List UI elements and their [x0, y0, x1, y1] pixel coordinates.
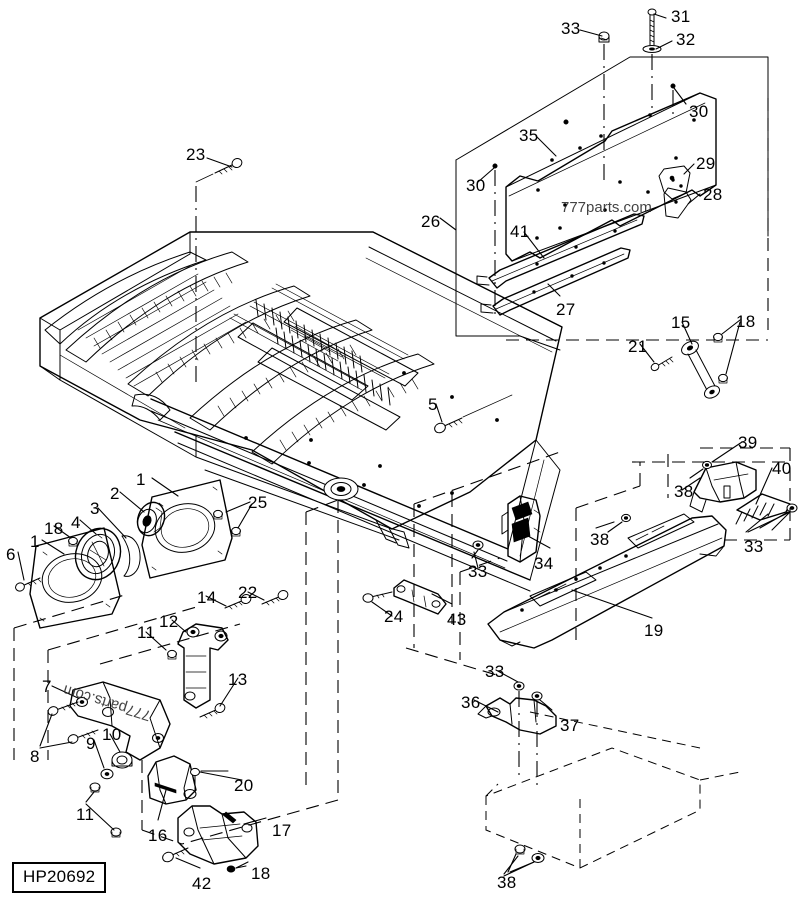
callout-number-42: 42	[192, 874, 212, 893]
callout-number-1: 1	[136, 470, 146, 489]
callout-number-33: 33	[744, 537, 764, 556]
callout-number-12: 12	[159, 612, 179, 631]
callout-number-38: 38	[674, 482, 694, 501]
callout-number-16: 16	[148, 826, 168, 845]
angle-bracket-39	[689, 460, 757, 513]
callout-number-11: 11	[76, 805, 95, 824]
spacer-bushing-10	[111, 751, 133, 769]
callout-number-29: 29	[696, 154, 716, 173]
bearing-race-4	[74, 527, 122, 581]
callout-number-31: 31	[671, 7, 691, 26]
support-strap-bracket	[147, 755, 259, 873]
guide-rails	[476, 213, 645, 316]
callout-number-30: 30	[466, 176, 486, 195]
callout-number-9: 9	[86, 734, 96, 753]
link-rod-assembly	[650, 332, 728, 399]
nut-11-b	[89, 782, 101, 793]
nut-33-top	[598, 31, 610, 43]
callout-number-18: 18	[44, 519, 64, 538]
callout-number-15: 15	[671, 313, 691, 332]
callout-number-21: 21	[628, 337, 648, 356]
callout-number-36: 36	[461, 693, 481, 712]
callout-number-20: 20	[234, 776, 254, 795]
callout-number-17: 17	[272, 821, 292, 840]
main-frame-assembly	[39, 231, 563, 592]
callout-number-14: 14	[197, 588, 217, 607]
floor-panel-19	[487, 513, 727, 649]
callout-number-33: 33	[561, 19, 581, 38]
callout-number-26: 26	[421, 212, 441, 231]
callout-number-10: 10	[102, 725, 122, 744]
callout-number-19: 19	[644, 621, 664, 640]
nut-38-panel	[621, 513, 631, 523]
nut-33-latch	[472, 540, 484, 550]
callout-number-25: 25	[248, 493, 268, 512]
sensor-bracket-group	[477, 681, 741, 873]
callout-number-35: 35	[519, 126, 539, 145]
tine-brush-block	[229, 283, 409, 391]
callout-number-38: 38	[497, 873, 517, 892]
callout-number-3: 3	[90, 499, 100, 518]
callout-number-38: 38	[590, 530, 610, 549]
phantom-boundaries	[13, 447, 791, 845]
upper-assembly-phantom-box	[455, 56, 769, 351]
callout-number-39: 39	[738, 433, 758, 452]
callout-number-41: 41	[510, 222, 530, 241]
nut-9	[100, 768, 114, 780]
callout-number-37: 37	[560, 716, 580, 735]
callout-number-28: 28	[703, 185, 723, 204]
callout-number-30: 30	[689, 102, 709, 121]
callout-number-5: 5	[428, 395, 438, 414]
nut-11-a	[167, 649, 177, 660]
nut-18-a	[713, 332, 723, 343]
conveyor-slat-field	[77, 265, 247, 387]
bearing-plate-group	[15, 479, 241, 629]
center-hub	[323, 477, 359, 501]
callout-number-4: 4	[71, 513, 81, 532]
callout-number-2: 2	[110, 484, 120, 503]
callout-number-7: 7	[42, 677, 52, 696]
callout-number-40: 40	[772, 459, 792, 478]
callout-number-11: 11	[137, 623, 156, 642]
nut-18-bottom	[226, 865, 236, 873]
nut-25-b	[231, 526, 241, 537]
callout-number-18: 18	[251, 864, 271, 883]
callout-number-8: 8	[30, 747, 40, 766]
bolt-37	[531, 691, 543, 701]
bearing-hub-2	[136, 501, 166, 537]
link-arm-group	[47, 681, 171, 838]
callout-number-27: 27	[556, 300, 576, 319]
nut-18-bearing	[68, 536, 78, 547]
nut-38-b	[531, 853, 545, 863]
callout-number-33: 33	[468, 562, 488, 581]
flight-bars	[44, 251, 435, 465]
callout-number-22: 22	[238, 583, 258, 602]
callout-number-1: 1	[30, 532, 40, 551]
nut-38-a	[514, 844, 526, 855]
bolt-23	[195, 157, 243, 386]
end-brackets	[658, 165, 692, 219]
diagram-id-label: HP20692	[12, 862, 107, 893]
mount-plate-43	[362, 579, 447, 615]
callout-number-24: 24	[384, 607, 404, 626]
latch-assembly-34	[471, 495, 541, 563]
callout-number-6: 6	[6, 545, 16, 564]
nut-33-sensor	[513, 681, 525, 691]
callout-number-32: 32	[676, 30, 696, 49]
callout-number-34: 34	[534, 554, 554, 573]
nut-18-b	[718, 373, 728, 384]
callout-number-18: 18	[736, 312, 756, 331]
callout-number-13: 13	[228, 670, 248, 689]
bolt-5	[434, 394, 513, 434]
callout-number-43: 43	[447, 610, 467, 629]
top-fasteners	[492, 8, 676, 316]
pivot-bracket-group	[167, 589, 289, 719]
top-shield-panel-35	[505, 92, 717, 262]
callout-number-23: 23	[186, 145, 206, 164]
callout-number-33: 33	[485, 662, 505, 681]
nut-25-a	[213, 509, 223, 520]
